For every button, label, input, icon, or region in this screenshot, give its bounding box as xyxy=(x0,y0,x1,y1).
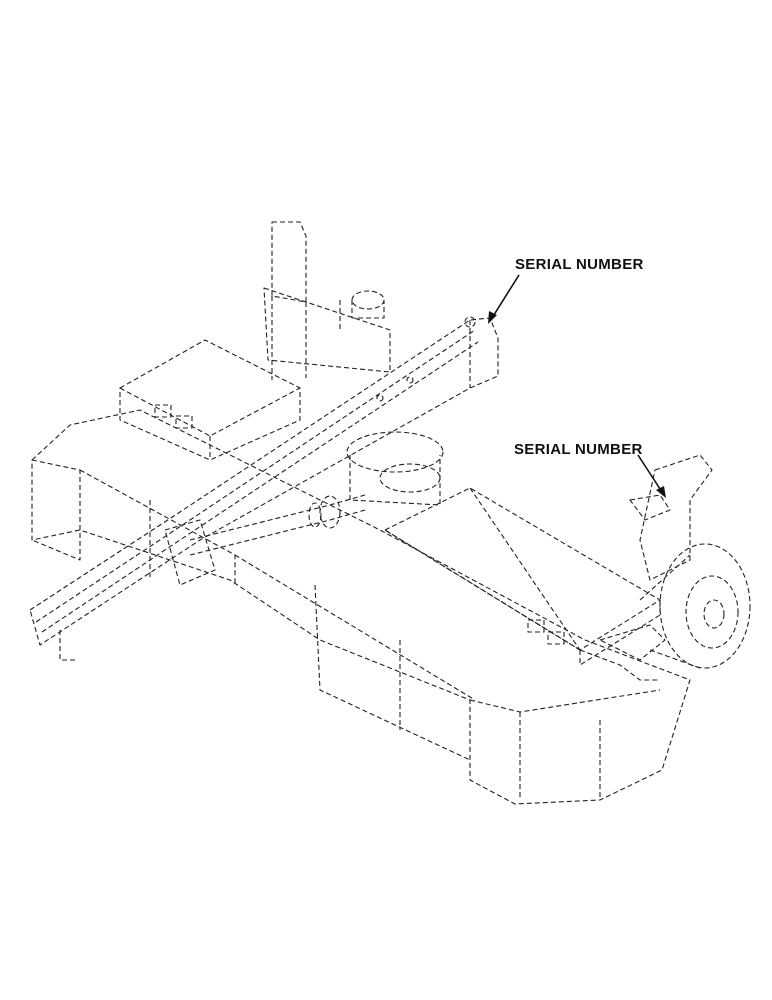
right-shield-box xyxy=(384,487,661,666)
left-shield-box xyxy=(119,339,301,461)
serial-number-label: SERIAL NUMBER xyxy=(515,256,644,273)
decal-icon xyxy=(527,619,545,633)
hitch-tongue xyxy=(29,316,499,661)
wheel xyxy=(639,543,751,669)
decal-icon xyxy=(154,404,172,418)
wheel-arm-tower xyxy=(579,454,713,681)
callout-arrow xyxy=(488,274,520,324)
decal-icon xyxy=(175,415,193,429)
driveshaft xyxy=(189,494,366,556)
callout-arrow xyxy=(637,454,666,498)
serial-number-label: SERIAL NUMBER xyxy=(514,441,643,458)
decal-icon xyxy=(547,631,565,645)
rear-upright-frame xyxy=(263,221,391,380)
mower-deck xyxy=(31,409,691,805)
gearbox xyxy=(346,290,444,506)
